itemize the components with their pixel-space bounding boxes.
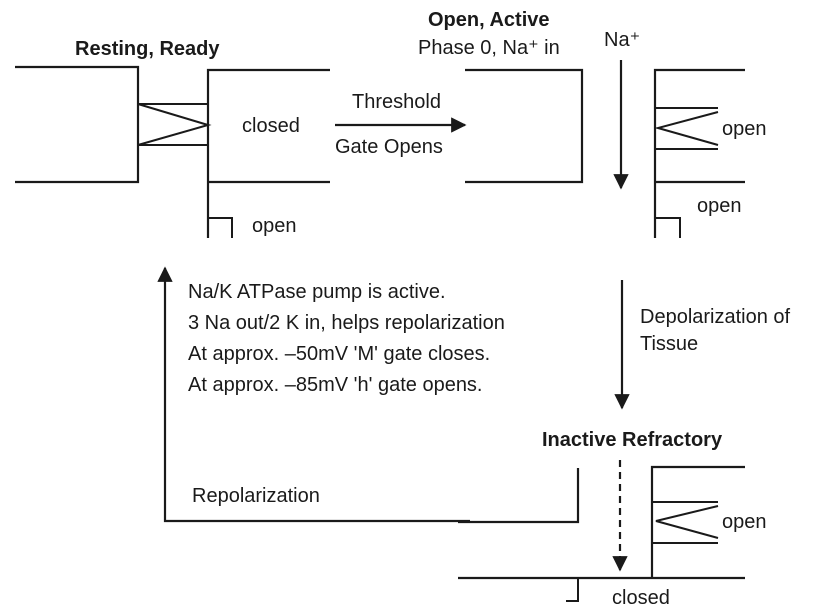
inactive-channel [458,467,745,601]
inactive-title: Inactive Refractory [542,429,723,451]
resting-m-gate [138,104,208,145]
resting-h-gate [208,218,232,238]
depolarization-label: Depolarization of [640,306,791,328]
inactive-h-gate-label: closed [612,587,670,609]
notes-block: Na/K ATPase pump is active. 3 Na out/2 K… [188,281,505,396]
inactive-h-gate [566,578,578,601]
active-ion-label: Na⁺ [604,29,640,51]
resting-channel [15,67,330,238]
note-line: At approx. –85mV 'h' gate opens. [188,374,483,396]
note-line: 3 Na out/2 K in, helps repolarization [188,312,505,334]
resting-h-gate-label: open [252,215,297,237]
repolarization-label: Repolarization [192,485,320,507]
active-h-gate [655,218,680,238]
resting-title: Resting, Ready [75,38,220,60]
tissue-label: Tissue [640,333,698,355]
inactive-m-gate [652,502,718,543]
note-line: At approx. –50mV 'M' gate closes. [188,343,490,365]
active-m-gate [655,108,718,149]
active-title: Open, Active [428,9,550,31]
resting-m-gate-label: closed [242,115,300,137]
note-line: Na/K ATPase pump is active. [188,281,446,303]
active-h-gate-label: open [697,195,742,217]
active-m-gate-label: open [722,118,767,140]
threshold-label: Threshold [352,91,441,113]
inactive-m-gate-label: open [722,511,767,533]
gate-opens-label: Gate Opens [335,136,443,158]
active-subtitle: Phase 0, Na⁺ in [418,37,560,59]
